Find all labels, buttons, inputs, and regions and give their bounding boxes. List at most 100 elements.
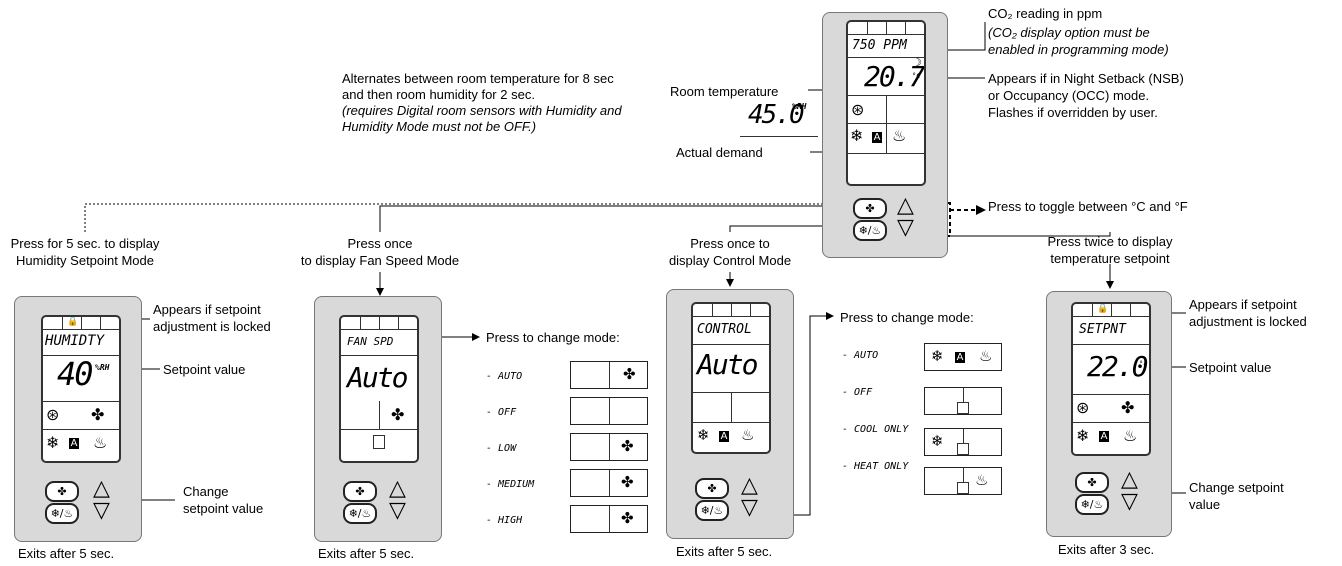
temperature-unit: °C [912,72,921,80]
down-arrow-icon[interactable]: ▽ [741,495,758,520]
setpoint-display-title: SETPNT [1079,322,1126,337]
snowflake-icon: ❄ [931,347,944,365]
fan-button[interactable]: ✤ [695,478,729,499]
up-arrow-icon[interactable]: △ [389,476,406,501]
auto-icon: A [69,438,79,449]
fan-button[interactable]: ✤ [1075,472,1109,493]
co2-display: 750 PPM [852,38,907,53]
flame-icon: ♨ [979,347,993,365]
snowflake-icon: ❄ [850,126,864,145]
humidity-lock-note-line2: adjustment is locked [153,319,271,334]
setpoint-value-label: Setpoint value [1189,360,1272,375]
indicator-box [957,402,969,414]
temperature-display: 20.7 [864,60,924,93]
room-temperature-label: Room temperature [670,84,779,99]
fan-exit-note: Exits after 5 sec. [318,546,415,561]
control-mode-heat-box: ♨ [924,467,1002,495]
down-arrow-icon[interactable]: ▽ [389,498,406,523]
down-arrow-icon[interactable]: ▽ [93,498,110,523]
auto-icon: A [719,431,729,442]
fan-mode-high-box: ✤ [570,505,648,533]
control-exit-note: Exits after 5 sec. [676,544,773,559]
alternate-note-line4: Humidity Mode must not be OFF.) [342,119,537,134]
fan-button[interactable]: ✤ [343,481,377,502]
fan-mode-label: - OFF [486,407,517,418]
control-caption-line2: display Control Mode [668,253,792,268]
co2-label: CO₂ reading in ppm [988,6,1103,21]
flame-icon: ♨ [1123,426,1138,445]
humidity-display-title: HUMIDTY [45,333,105,349]
fan-button[interactable]: ✤ [853,198,887,219]
control-mode-auto-box: ❄ A ♨ [924,343,1002,371]
humidity-setpoint-label: Setpoint value [163,362,246,377]
main-thermostat-panel: 750 PPM ☽ 20.7 °C ⊛ ❄ A ♨ ✤ ❄/♨ △ ▽ [822,12,948,258]
mode-button[interactable]: ❄/♨ [1075,494,1109,515]
humidity-exit-note: Exits after 5 sec. [18,546,115,561]
temperature-setpoint-unit: °c [1139,360,1148,368]
snowflake-icon: ❄ [931,432,944,450]
control-mode-value: Auto [697,348,758,381]
fan-icon: ✤ [621,437,634,455]
fan-mode-label: - AUTO [486,371,523,382]
fan-mode-label: - LOW [486,443,517,454]
humidity-change-label-line2: setpoint value [183,501,264,516]
setpoint-caption-line1: Press twice to display [1047,234,1173,249]
humidity-reading: 45.0 %RH [740,100,820,140]
setpoint-lock-note-line1: Appears if setpoint [1189,297,1297,312]
fan-icon: ✤ [623,365,636,383]
nsb-note-line1: Appears if in Night Setback (NSB) [988,71,1184,86]
moon-icon: ☽ [912,56,922,69]
control-mode-label: - HEAT ONLY [842,461,909,472]
mode-button[interactable]: ❄/♨ [45,503,79,524]
fan-caption-line2: to display Fan Speed Mode [300,253,460,268]
humidity-reading-value: 45.0 [748,100,805,130]
fan-button[interactable]: ✤ [45,481,79,502]
fan-change-mode-label: Press to change mode: [486,330,620,345]
setpoint-change-label-line2: value [1189,497,1221,512]
down-arrow-icon[interactable]: ▽ [1121,489,1138,514]
indicator-box [957,443,969,455]
control-display-title: CONTROL [697,322,752,337]
up-arrow-icon[interactable]: △ [1121,467,1138,492]
humidity-caption-line1: Press for 5 sec. to display [10,236,160,251]
humidity-change-label-line1: Change [183,484,229,499]
up-arrow-icon[interactable]: △ [93,476,110,501]
alternate-note-line2: and then room humidity for 2 sec. [342,87,535,102]
fan-mode-low-box: ✤ [570,433,648,461]
up-arrow-icon[interactable]: △ [741,473,758,498]
auto-icon: A [872,132,882,143]
control-lcd-display: CONTROL Auto ❄ A ♨ [691,302,771,454]
fan-caption-line1: Press once [347,236,413,251]
up-arrow-icon[interactable]: △ [897,193,914,218]
main-lcd-display: 750 PPM ☽ 20.7 °C ⊛ ❄ A ♨ [846,20,926,186]
actual-demand-label: Actual demand [676,145,763,160]
humidity-lock-note-line1: Appears if setpoint [153,302,261,317]
humidity-setpoint-panel: 🔒 HUMIDTY 40 %RH ⊛ ✤ ❄ A ♨ ✤ ❄/♨ △ ▽ [14,296,142,542]
auto-icon: A [1099,431,1109,442]
fan-icon: ⊛ [851,100,865,119]
fan-icon: ✤ [621,473,634,491]
alternate-note-line3: (requires Digital room sensors with Humi… [342,103,622,118]
fan-lcd-display: FAN SPD Auto ✤ [339,315,419,463]
lock-icon: 🔒 [67,317,79,327]
fan-mode-value: Auto [347,361,408,394]
indicator-box [957,482,969,494]
lock-icon: 🔒 [1097,304,1109,314]
mode-button[interactable]: ❄/♨ [853,220,887,241]
divider [740,136,818,137]
humidity-lcd-display: 🔒 HUMIDTY 40 %RH ⊛ ✤ ❄ A ♨ [41,315,121,463]
control-mode-panel: CONTROL Auto ❄ A ♨ ✤ ❄/♨ △ ▽ [666,289,794,539]
flame-icon: ♨ [93,433,108,452]
co2-note-line2: enabled in programming mode) [988,42,1169,57]
fan-icon: ⊛ [46,405,60,424]
setpoint-caption-line2: temperature setpoint [1050,251,1170,266]
fan-mode-off-box [570,397,648,425]
fan-icon: ✤ [1121,398,1135,417]
alternate-note-line1: Alternates between room temperature for … [342,71,614,86]
mode-button[interactable]: ❄/♨ [343,503,377,524]
mode-button[interactable]: ❄/♨ [695,500,729,521]
fan-icon: ✤ [621,509,634,527]
temperature-setpoint-value: 22.0 [1087,350,1148,383]
control-mode-cool-box: ❄ [924,428,1002,456]
down-arrow-icon[interactable]: ▽ [897,215,914,240]
